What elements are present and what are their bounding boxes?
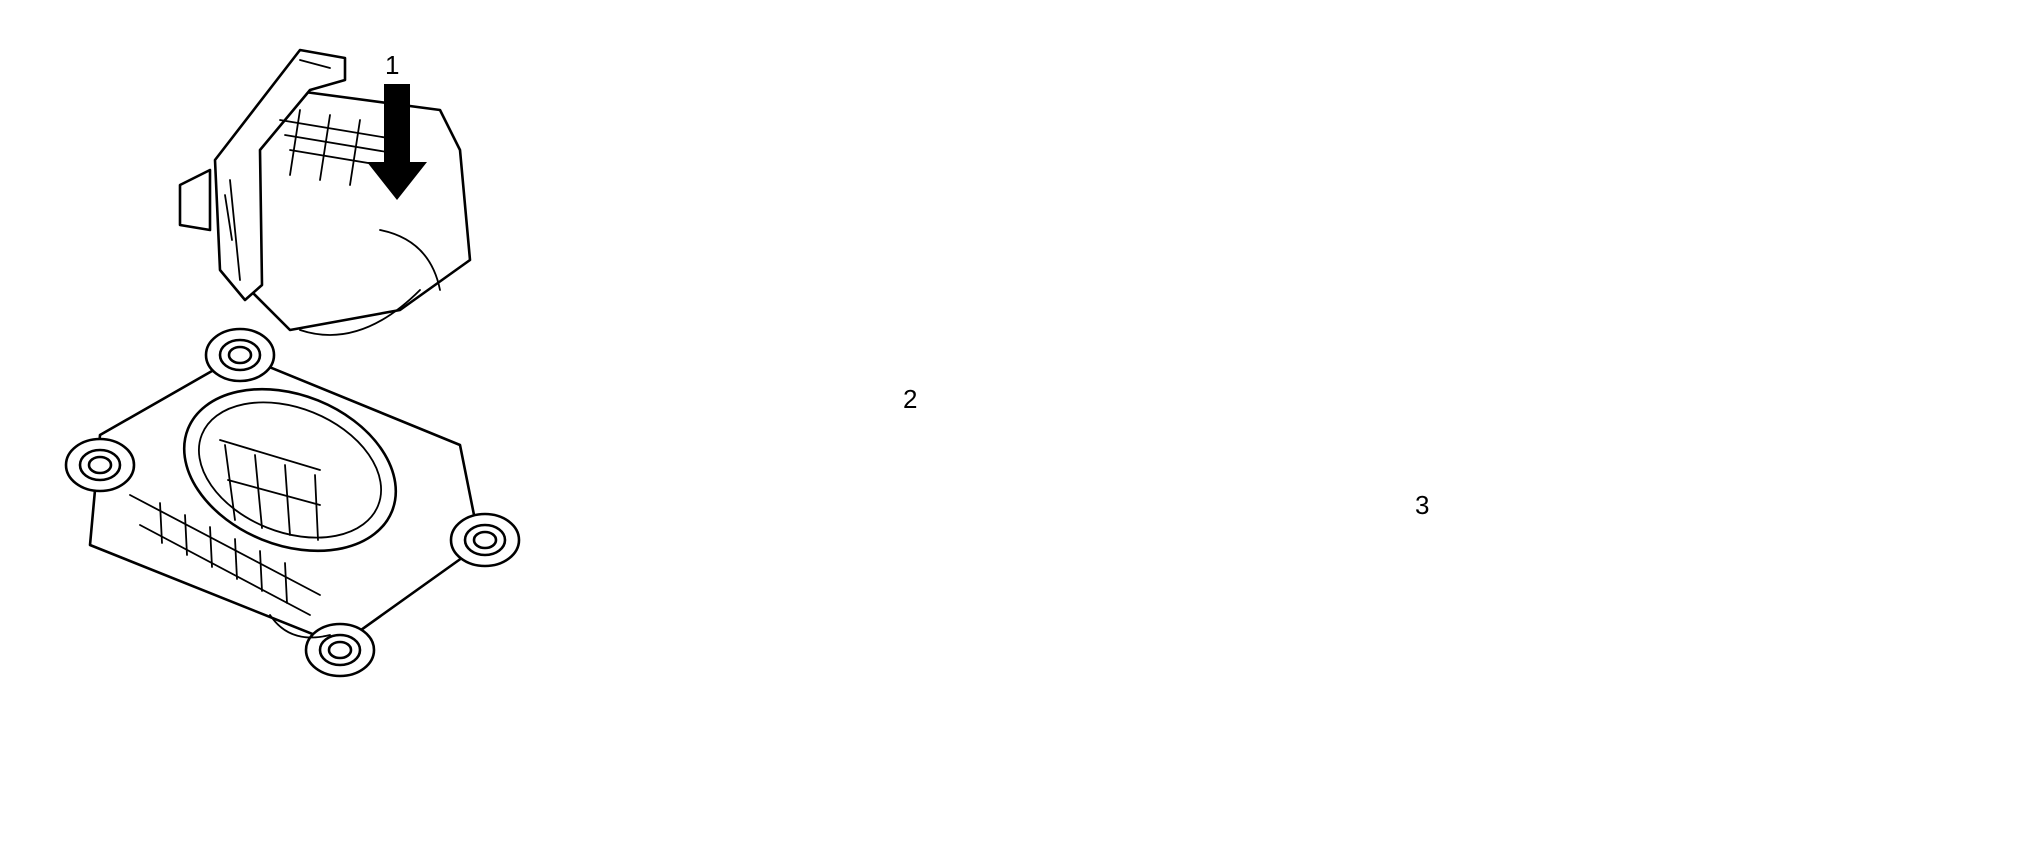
callout-step-1: 1 (385, 50, 400, 80)
callout-step-2: 2 (903, 384, 918, 414)
push-down-arrow-icon (367, 84, 427, 200)
step1-connector-plug (178, 48, 472, 336)
step1-base-housing (64, 327, 521, 678)
callout-step-3: 3 (1415, 490, 1430, 520)
